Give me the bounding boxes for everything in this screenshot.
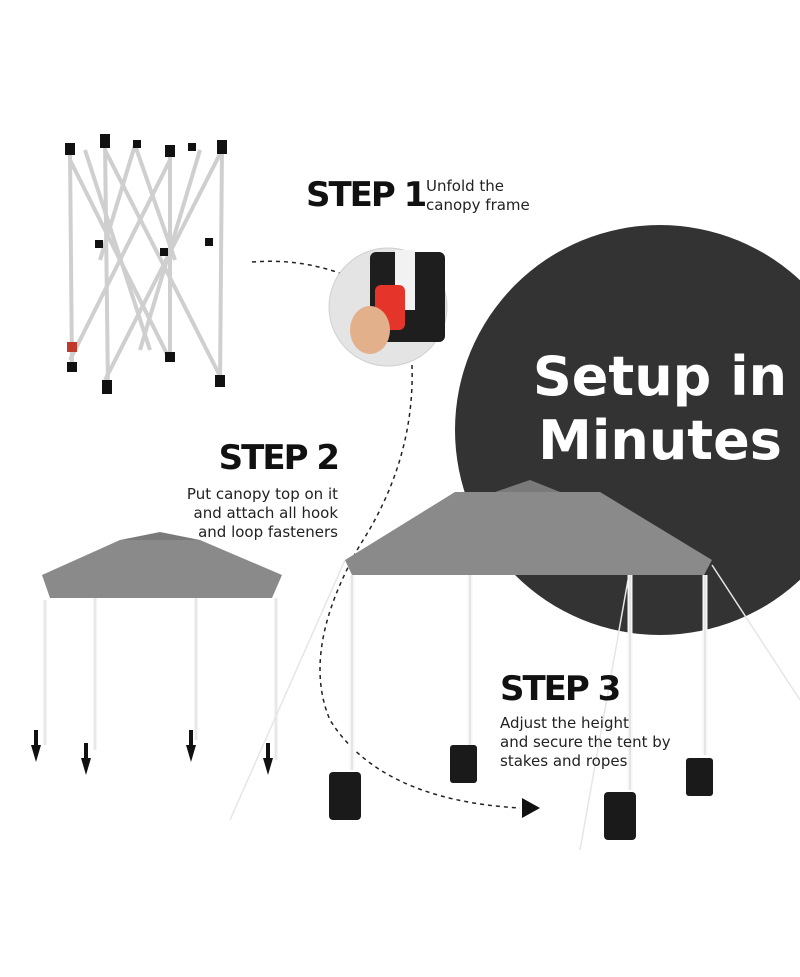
canopy-tent-small (42, 532, 282, 760)
step1-description: Unfold the canopy frame (426, 177, 530, 214)
sandbag-icon (329, 745, 713, 840)
step2-title: STEP 2 (218, 438, 340, 478)
arrow-head-step3 (522, 798, 540, 818)
stake-arrow-icon (31, 730, 273, 775)
hero-headline: Setup in Minutes (510, 345, 800, 473)
hero-line-2: Minutes (538, 409, 782, 472)
dashed-path-step2 (319, 364, 521, 809)
step3-description: Adjust the height and secure the tent by… (500, 714, 671, 770)
step1-title: STEP 1 (306, 175, 427, 215)
step3-title: STEP 3 (500, 669, 621, 709)
latch-detail-icon (328, 247, 448, 367)
dashed-path-step1 (251, 260, 346, 276)
step2-description: Put canopy top on it and attach all hook… (186, 485, 338, 541)
hero-line-1: Setup in (532, 345, 788, 408)
folded-frame-illustration (68, 139, 224, 391)
canopy-tent-large (229, 480, 800, 851)
frame-joints (65, 134, 227, 394)
